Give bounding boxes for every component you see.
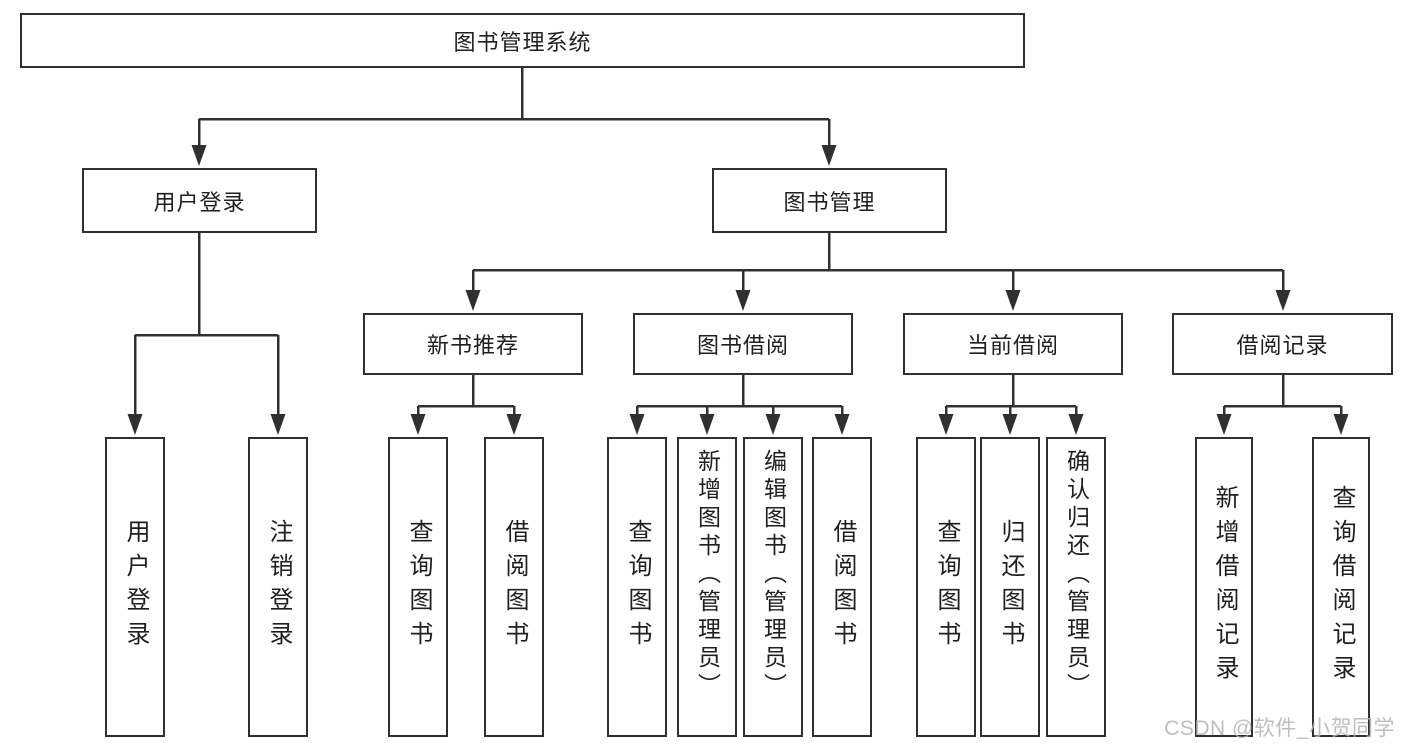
node-current-borrowing: 当前借阅 bbox=[903, 313, 1123, 375]
leaf-user-login: 用户登录 bbox=[105, 437, 165, 737]
edge-book-borrow-fork bbox=[629, 375, 850, 435]
node-user-login-branch: 用户登录 bbox=[82, 168, 317, 233]
leaf-add-book-admin: 新增图书（管理员） bbox=[677, 437, 737, 737]
leaf-query-books-current: 查询图书 bbox=[916, 437, 976, 737]
leaf-return-book: 归还图书 bbox=[980, 437, 1040, 737]
node-label: 新书推荐 bbox=[426, 333, 519, 358]
leaf-query-books-recommend: 查询图书 bbox=[388, 437, 448, 737]
node-library-management-system: 图书管理系统 bbox=[20, 13, 1025, 68]
node-label: 图书管理系统 bbox=[453, 29, 592, 55]
node-label: 归还图书 bbox=[997, 519, 1024, 655]
node-label: 用户登录 bbox=[153, 189, 246, 215]
edge-borrow-record-fork bbox=[1216, 375, 1349, 435]
edge-book-mgmt-fork bbox=[465, 233, 1291, 311]
leaf-borrow-book: 借阅图书 bbox=[812, 437, 872, 737]
edge-current-borrow-fork bbox=[938, 375, 1084, 435]
node-label: 图书借阅 bbox=[696, 333, 789, 358]
node-label: 新增图书（管理员） bbox=[694, 449, 721, 701]
leaf-borrow-books-recommend: 借阅图书 bbox=[484, 437, 544, 737]
node-label: 当前借阅 bbox=[966, 333, 1059, 358]
leaf-add-borrow-record: 新增借阅记录 bbox=[1195, 437, 1253, 737]
node-label: 查询图书 bbox=[405, 519, 432, 655]
leaf-confirm-return-admin: 确认归还（管理员） bbox=[1046, 437, 1106, 737]
leaf-logout: 注销登录 bbox=[248, 437, 308, 737]
node-new-book-recommend: 新书推荐 bbox=[363, 313, 583, 375]
node-label: 新增借阅记录 bbox=[1211, 485, 1238, 689]
node-borrowing-records: 借阅记录 bbox=[1172, 313, 1393, 375]
node-label: 借阅记录 bbox=[1236, 333, 1329, 358]
node-label: 确认归还（管理员） bbox=[1063, 449, 1090, 701]
node-label: 查询图书 bbox=[933, 519, 960, 655]
node-label: 用户登录 bbox=[122, 519, 149, 655]
csdn-watermark: CSDN @软件_小贺同学 bbox=[1164, 717, 1395, 740]
leaf-query-borrow-record: 查询借阅记录 bbox=[1312, 437, 1370, 737]
node-label: 图书管理 bbox=[783, 189, 876, 215]
node-book-borrowing: 图书借阅 bbox=[633, 313, 853, 375]
edge-root-fork bbox=[191, 68, 837, 166]
node-label: 查询图书 bbox=[624, 519, 651, 655]
node-label: 注销登录 bbox=[265, 519, 292, 655]
node-label: 借阅图书 bbox=[501, 519, 528, 655]
leaf-edit-book-admin: 编辑图书（管理员） bbox=[743, 437, 803, 737]
node-label: 借阅图书 bbox=[829, 519, 856, 655]
node-label: 查询借阅记录 bbox=[1328, 485, 1355, 689]
node-book-management-branch: 图书管理 bbox=[712, 168, 947, 233]
edge-user-login-fork bbox=[127, 233, 286, 435]
node-label: 编辑图书（管理员） bbox=[760, 449, 787, 701]
edge-new-book-rec-fork bbox=[410, 375, 522, 435]
leaf-query-books-borrow: 查询图书 bbox=[607, 437, 667, 737]
